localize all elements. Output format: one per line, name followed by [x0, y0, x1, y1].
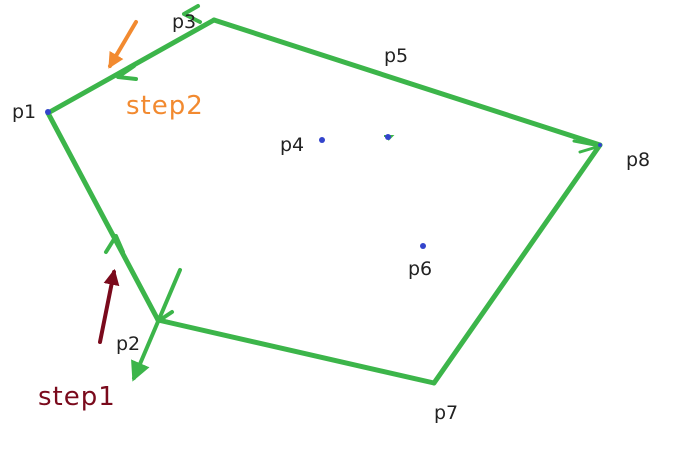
point-labels: p1 p2 p3 p4 p5 p6 p7 p8	[12, 11, 650, 424]
arrowhead-p3-p1	[116, 64, 138, 81]
hull-edge-p7-p2	[155, 317, 437, 386]
points	[45, 109, 602, 249]
arrowhead-p2-p1	[104, 234, 125, 254]
point-p8	[598, 143, 602, 147]
tangent-line-p2	[131, 268, 182, 382]
label-p1: p1	[12, 101, 36, 123]
arrowhead-near-p3	[182, 4, 202, 24]
hull-direction-arrows	[104, 4, 602, 326]
step2-arrow	[108, 20, 138, 69]
step1-arrow	[98, 268, 120, 344]
label-p3: p3	[172, 11, 196, 33]
label-p7: p7	[434, 402, 458, 424]
hull-edge-p8-p7	[431, 142, 603, 386]
hull-edge-p3-p8	[211, 17, 603, 148]
step1-label: step1	[38, 382, 116, 412]
hull-edges	[45, 17, 603, 386]
point-p4	[319, 137, 325, 143]
point-p1	[45, 109, 51, 115]
label-p4: p4	[280, 134, 304, 156]
label-p6: p6	[408, 258, 432, 280]
label-p2: p2	[116, 333, 140, 355]
label-p5: p5	[384, 45, 408, 67]
step2-label: step2	[126, 91, 204, 121]
label-p8: p8	[626, 149, 650, 171]
hull-edge-p2-p1	[45, 110, 161, 323]
tangent-line	[131, 268, 182, 382]
point-p6	[420, 243, 426, 249]
point-p5-center	[385, 134, 391, 140]
